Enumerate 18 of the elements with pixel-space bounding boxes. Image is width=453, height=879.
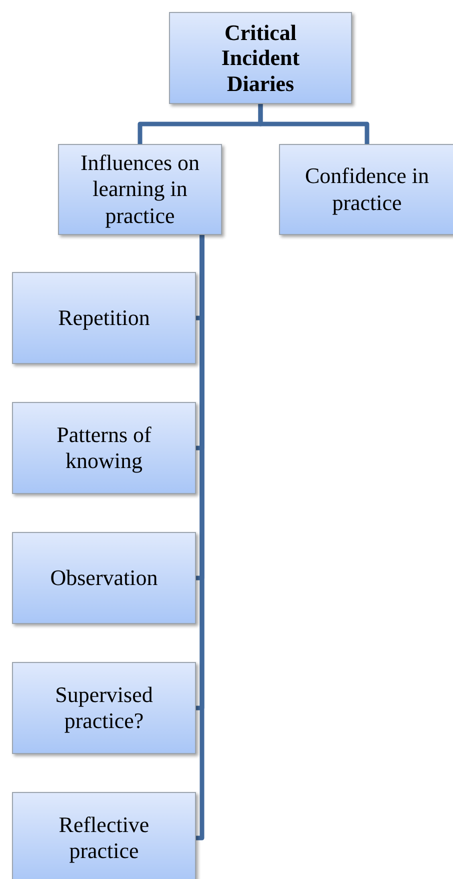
topic-box	[12, 272, 196, 364]
connector-line	[258, 104, 370, 144]
root-box	[169, 12, 352, 104]
connector-line	[196, 235, 204, 840]
topic-box	[12, 662, 196, 754]
box-label: Confidence in practice	[304, 163, 430, 216]
topic-box	[12, 532, 196, 624]
box-label: Influences on learning in practice	[79, 150, 201, 230]
topic-box	[12, 792, 196, 879]
box-label: Patterns of knowing	[56, 422, 152, 474]
topic-box	[279, 144, 453, 235]
box-label: Reflective practice	[58, 812, 150, 864]
box-label: Critical Incident Diaries	[220, 20, 301, 96]
box-label: Observation	[50, 564, 158, 592]
box-label: Repetition	[58, 304, 150, 332]
box-label: Supervised practice?	[54, 682, 154, 734]
topic-box	[12, 402, 196, 494]
topic-box	[58, 144, 222, 235]
